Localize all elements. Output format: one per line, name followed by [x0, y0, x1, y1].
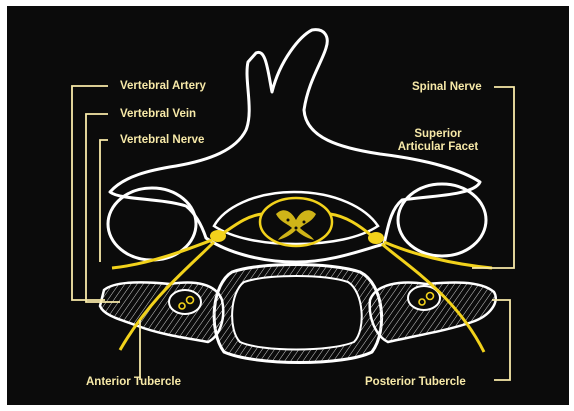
leader-vertebral-vein [86, 114, 120, 302]
label-vertebral-vein: Vertebral Vein [120, 108, 196, 121]
label-superior-articular-facet: Superior Articular Facet [383, 128, 493, 154]
right-dorsal-root-ganglion [368, 232, 384, 244]
label-vertebral-nerve: Vertebral Nerve [120, 134, 204, 147]
spinal-cord-grey-matter [276, 210, 316, 240]
label-superior-articular-facet-line1: Superior [383, 128, 493, 141]
label-spinal-nerve: Spinal Nerve [412, 81, 482, 94]
leader-vertebral-artery [72, 86, 108, 300]
vertebral-body-inner [232, 276, 362, 350]
label-posterior-tubercle: Posterior Tubercle [365, 376, 466, 389]
left-dorsal-root-ganglion [210, 230, 226, 242]
left-foramen-transversarium [169, 290, 201, 314]
leader-vertebral-nerve [100, 140, 108, 262]
label-anterior-tubercle: Anterior Tubercle [86, 376, 181, 389]
left-transverse-process [100, 282, 223, 342]
left-nerve-root [222, 214, 262, 234]
spinal-canal-outline [214, 192, 378, 244]
right-nerve-root [330, 214, 372, 236]
label-vertebral-artery: Vertebral Artery [120, 80, 206, 93]
label-superior-articular-facet-line2: Articular Facet [383, 141, 493, 154]
leader-posterior-tubercle [492, 300, 510, 380]
